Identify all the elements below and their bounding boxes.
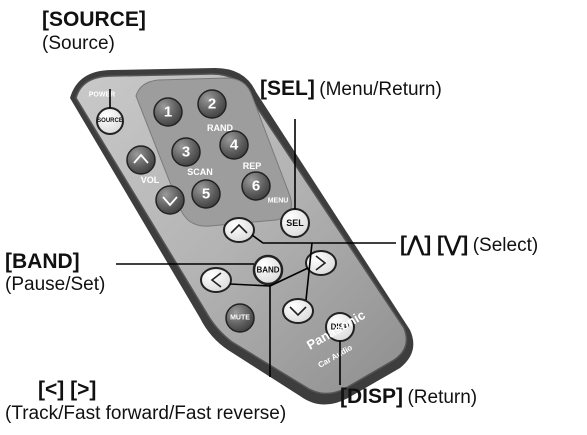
disp-desc-label: (Return) bbox=[407, 387, 478, 408]
number-buttons: 1 2 3 4 5 6 bbox=[153, 89, 271, 209]
up-button bbox=[223, 217, 255, 243]
right-arrow-icon bbox=[315, 255, 327, 271]
button-5 bbox=[191, 179, 221, 209]
svg-text:5: 5 bbox=[202, 186, 210, 203]
leader-select-up bbox=[251, 234, 396, 244]
right-button bbox=[305, 250, 337, 276]
button-4 bbox=[219, 130, 249, 160]
svg-text:SOURCE: SOURCE bbox=[97, 118, 123, 124]
svg-text:POWER: POWER bbox=[89, 92, 115, 99]
svg-text:MUTE: MUTE bbox=[230, 315, 250, 322]
left-arrow-icon bbox=[210, 272, 222, 288]
button-3 bbox=[171, 137, 201, 167]
source-key-label: [SOURCE] bbox=[42, 8, 146, 31]
sel-callout: [SEL] (Menu/Return) bbox=[260, 77, 442, 101]
mute-button bbox=[225, 303, 255, 333]
source-desc-label: (Source) bbox=[42, 33, 115, 54]
sel-desc-label: (Menu/Return) bbox=[319, 79, 442, 100]
track-key-label: [<] [>] bbox=[38, 378, 97, 401]
band-button bbox=[252, 254, 284, 286]
select-desc-label: (Select) bbox=[472, 235, 539, 256]
leader-track-left bbox=[229, 283, 271, 287]
vol-up-button bbox=[126, 145, 156, 175]
band-key-label: [BAND] bbox=[5, 250, 80, 273]
up-arrow-icon bbox=[230, 223, 248, 234]
down-arrow-icon bbox=[289, 306, 307, 317]
svg-text:3: 3 bbox=[182, 144, 190, 161]
button-6 bbox=[241, 171, 271, 201]
svg-text:BAND: BAND bbox=[256, 266, 279, 275]
disp-key-label: [DISP] bbox=[340, 385, 403, 408]
leader-lines bbox=[109, 89, 396, 385]
select-callout: [⋀] [⋁] (Select) bbox=[400, 233, 538, 257]
sel-key-label: [SEL] bbox=[260, 77, 315, 100]
svg-text:2: 2 bbox=[208, 96, 216, 113]
left-button bbox=[200, 267, 232, 293]
vol-down-icon bbox=[162, 196, 178, 207]
vol-down-button bbox=[155, 185, 185, 215]
svg-text:DISP: DISP bbox=[331, 323, 350, 332]
band-desc-label: (Pause/Set) bbox=[5, 274, 106, 295]
svg-text:1: 1 bbox=[164, 104, 172, 121]
button-1 bbox=[153, 97, 183, 127]
svg-text:6: 6 bbox=[252, 178, 260, 195]
select-key-label: [⋀] [⋁] bbox=[400, 233, 469, 256]
svg-text:4: 4 bbox=[230, 137, 239, 154]
disp-callout: [DISP] (Return) bbox=[340, 385, 477, 409]
leader-track-right bbox=[269, 267, 309, 287]
svg-text:SEL: SEL bbox=[286, 218, 304, 228]
track-desc-label: (Track/Fast forward/Fast reverse) bbox=[5, 403, 287, 424]
down-button bbox=[282, 298, 314, 324]
leader-select-down bbox=[305, 242, 313, 301]
vol-up-icon bbox=[133, 153, 149, 164]
svg-text:MENU: MENU bbox=[268, 198, 289, 205]
svg-text:REP: REP bbox=[243, 161, 262, 171]
svg-text:VOL: VOL bbox=[141, 175, 160, 185]
button-2 bbox=[197, 89, 227, 119]
svg-text:RAND: RAND bbox=[207, 123, 233, 133]
svg-text:SCAN: SCAN bbox=[187, 167, 213, 177]
